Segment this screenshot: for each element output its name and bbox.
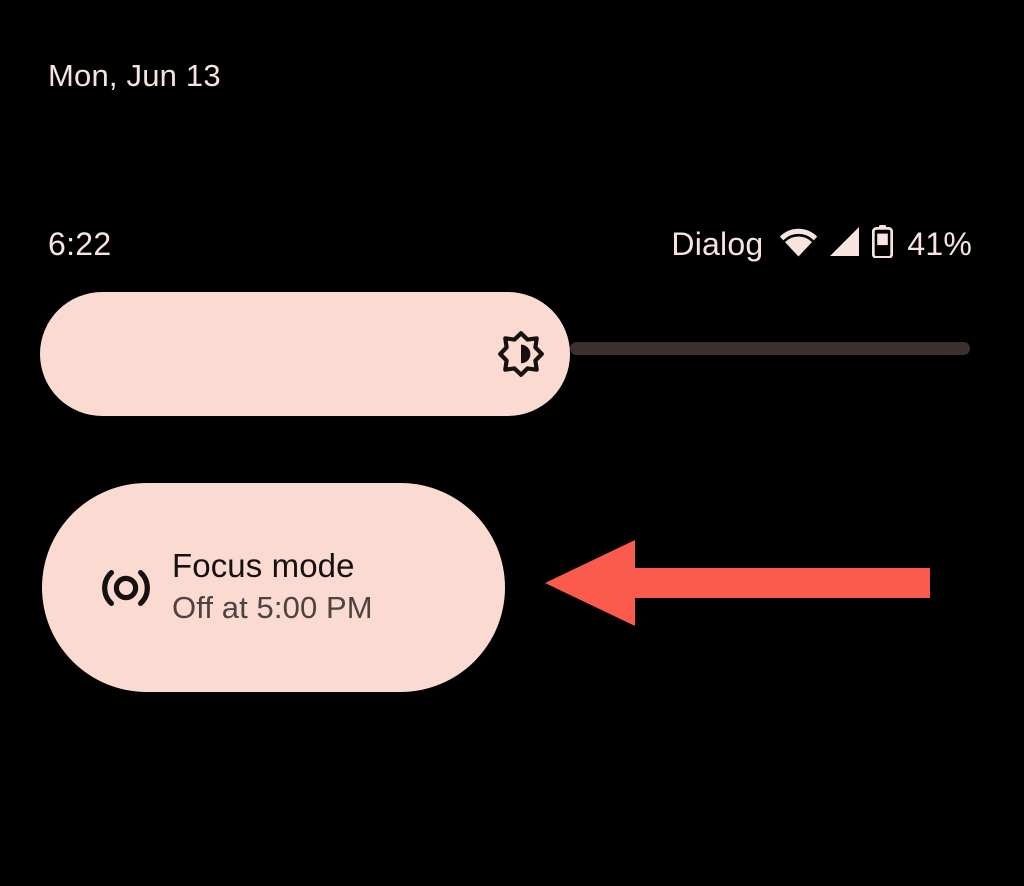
cell-signal-full-icon <box>829 226 861 262</box>
brightness-slider-track[interactable] <box>570 342 970 355</box>
focus-mode-icon <box>98 560 154 616</box>
status-bar-clock: 6:22 <box>48 226 112 262</box>
brightness-slider-fill[interactable] <box>40 292 570 416</box>
wifi-full-icon <box>779 227 818 262</box>
shade-date-label: Mon, Jun 13 <box>48 58 221 93</box>
status-bar: 6:22 Dialog <box>0 214 1024 276</box>
status-bar-icons: Dialog 41% <box>671 222 972 266</box>
focus-mode-subtitle: Off at 5:00 PM <box>172 589 373 625</box>
battery-percent-label: 41% <box>907 226 972 262</box>
battery-icon <box>872 225 894 263</box>
quick-settings-tile-focus-mode[interactable]: Focus mode Off at 5:00 PM <box>42 483 505 692</box>
carrier-name-label: Dialog <box>671 226 764 262</box>
brightness-slider[interactable] <box>40 292 970 416</box>
brightness-icon <box>498 331 544 377</box>
focus-mode-text-block: Focus mode Off at 5:00 PM <box>172 547 373 627</box>
focus-mode-title: Focus mode <box>172 546 355 584</box>
left-arrow-annotation-icon <box>540 532 930 634</box>
